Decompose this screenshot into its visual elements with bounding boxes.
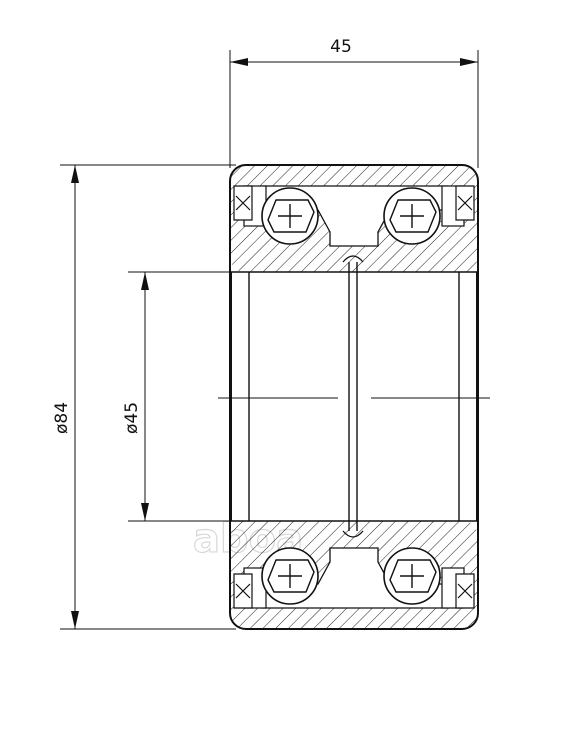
- ball-top-left: [261, 187, 319, 245]
- bearing-section: [218, 164, 490, 630]
- ball-bottom-right: [383, 547, 441, 605]
- width-dimension: 45: [229, 37, 479, 168]
- ball-top-right: [383, 187, 441, 245]
- inner-diameter-dimension: ø45: [122, 271, 350, 522]
- outer-diameter-label: ø84: [52, 402, 72, 434]
- inner-diameter-label: ø45: [122, 402, 142, 434]
- width-dimension-label: 45: [330, 37, 352, 57]
- outer-diameter-dimension: ø84: [52, 164, 236, 630]
- ball-bottom-left: [261, 547, 319, 605]
- bore: [231, 272, 477, 521]
